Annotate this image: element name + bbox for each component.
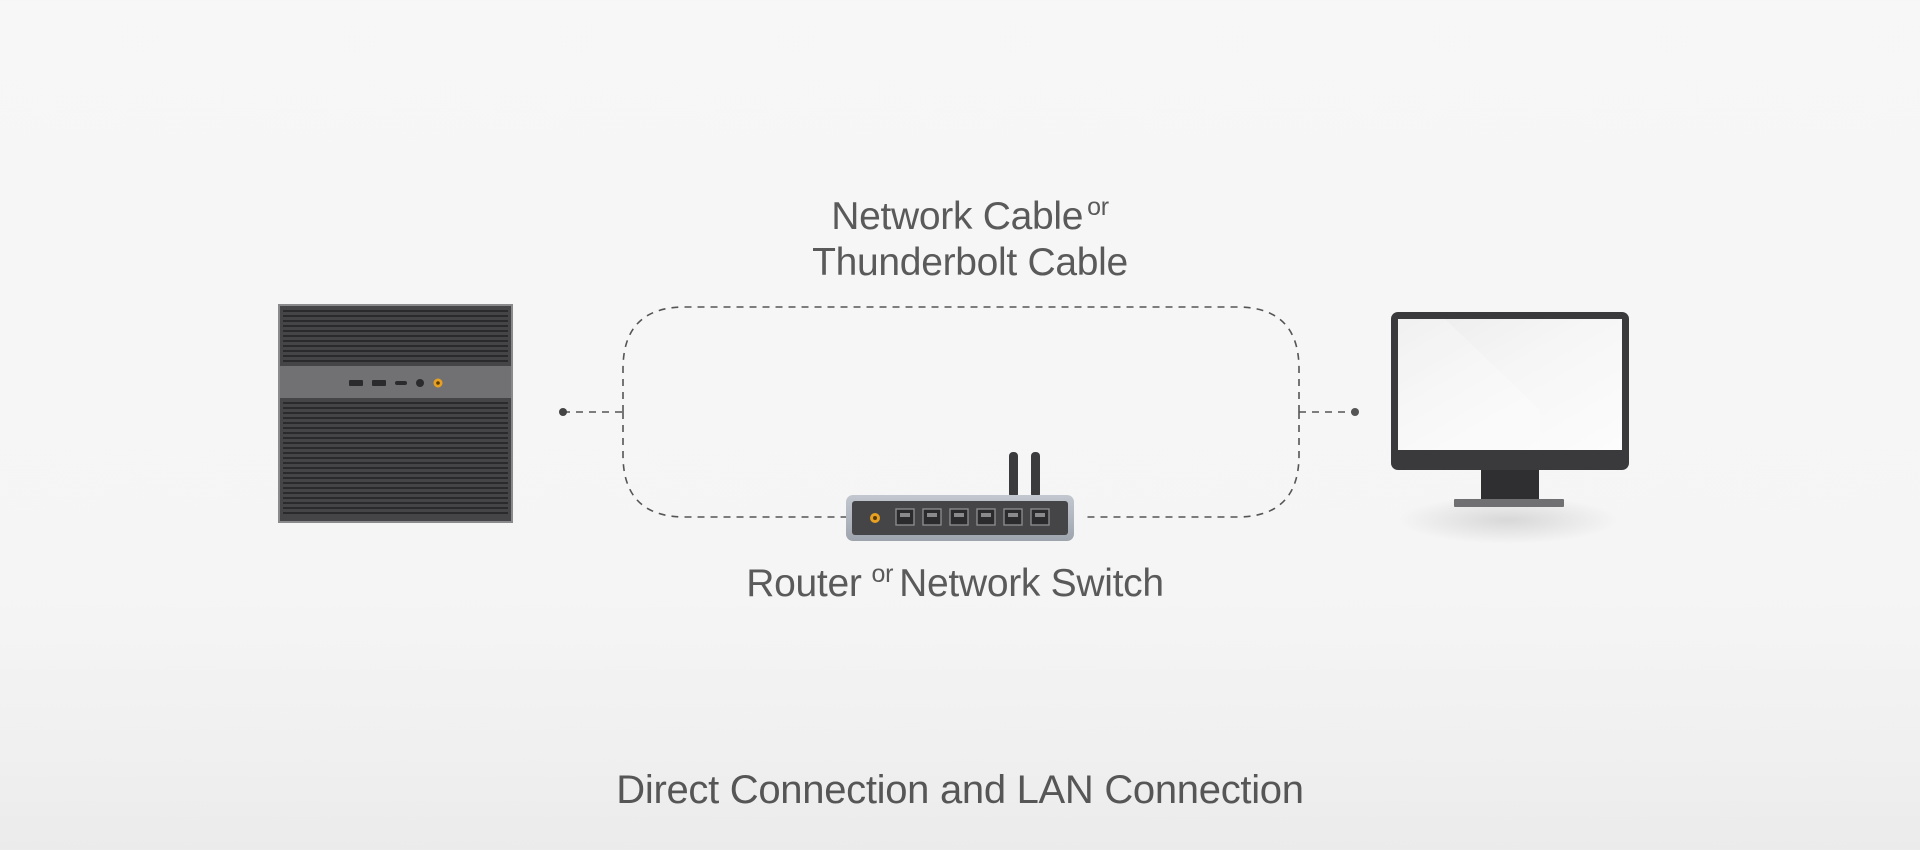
audio-jack-icon [416, 379, 424, 387]
monitor-stand-neck [1481, 470, 1539, 499]
mini-pc-top-vent [283, 310, 508, 362]
usb-port-icon [372, 380, 386, 386]
right-connector-dot [1351, 408, 1359, 416]
router-antenna [1009, 452, 1018, 498]
diagram-title: Direct Connection and LAN Connection [616, 768, 1304, 812]
network-cable-text: Network Cable [831, 195, 1084, 238]
cable-bottom-left-path [622, 412, 848, 518]
router-or-text: or [871, 560, 894, 588]
monitor-screen [1398, 319, 1622, 450]
router-antenna [1031, 452, 1040, 498]
monitor-shadow [1398, 496, 1618, 544]
router-text: Router [746, 562, 862, 605]
usb-port-icon [349, 380, 363, 386]
mini-pc-bottom-vent [283, 402, 508, 514]
mini-pc-icon [278, 304, 513, 523]
router-icon [846, 452, 1074, 541]
thunderbolt-cable-text: Thunderbolt Cable [812, 241, 1128, 284]
cable-bottom-right-path [1084, 412, 1300, 518]
cable-or-text: or [1087, 193, 1109, 221]
monitor-stand-base [1454, 499, 1564, 507]
cable-loop [563, 306, 1355, 518]
left-connector-dot [559, 408, 567, 416]
cable-top-path [622, 306, 1300, 412]
usb-c-port-icon [395, 381, 407, 385]
network-switch-text: Network Switch [899, 562, 1164, 605]
monitor-icon [1391, 312, 1629, 544]
